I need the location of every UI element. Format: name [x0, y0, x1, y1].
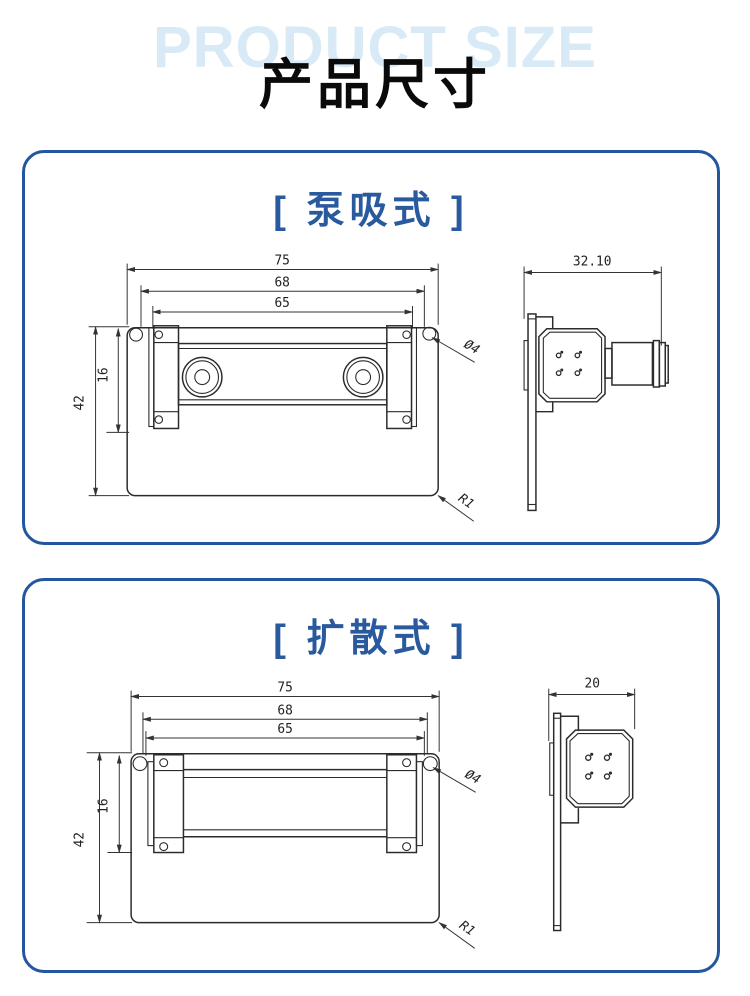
watermark-text: PRODUCT SIZE	[153, 15, 597, 80]
gas-port-right	[342, 356, 384, 398]
dim-65-label: 65	[274, 296, 289, 311]
side-body	[523, 313, 669, 512]
hole-diameter-label: Ø4	[461, 337, 482, 358]
dim-16-label: 16	[96, 798, 111, 813]
mounting-plate	[126, 326, 439, 497]
dim-75-label: 75	[277, 681, 292, 696]
diffusion-drawing: 75 68 65 42 16 Ø4 R1	[73, 677, 636, 949]
mounting-plate	[130, 753, 440, 924]
hole-diameter-label: Ø4	[462, 767, 483, 788]
dim-42-label: 42	[73, 395, 88, 410]
page-title: 产品尺寸	[259, 55, 491, 115]
sensor-module	[148, 325, 417, 430]
side-width-label: 32.10	[573, 255, 612, 270]
frame-rails	[183, 768, 387, 838]
panel-pump-title: [ 泵吸式 ]	[273, 190, 469, 232]
dim-42-label: 42	[73, 832, 88, 847]
dim-75-label: 75	[274, 254, 289, 269]
dimension-lines	[93, 267, 475, 522]
mounting-hole-right	[422, 756, 438, 772]
panel-diffusion: [ 扩散式 ]	[22, 578, 720, 973]
pump-side-view: 32.10	[523, 255, 669, 512]
extension-lines	[88, 263, 439, 497]
dim-68-label: 68	[277, 703, 292, 718]
corner-radius-label: R1	[456, 918, 477, 939]
connector-pins	[585, 752, 613, 780]
diffusion-front-view: 75 68 65 42 16 Ø4 R1	[73, 681, 483, 949]
panel-diffusion-title: [ 扩散式 ]	[273, 618, 469, 660]
pump-front-view: 75 68 65 42 16 Ø4 R1	[73, 254, 482, 522]
dimension-lines	[97, 694, 476, 949]
mounting-hole-left	[132, 756, 148, 772]
connector-pins	[555, 350, 583, 377]
side-width-label: 20	[584, 677, 599, 692]
dim-68-label: 68	[274, 275, 289, 290]
panel-pump-suction: [ 泵吸式 ]	[22, 150, 720, 545]
pump-suction-drawing: 75 68 65 42 16 Ø4 R1	[73, 254, 669, 522]
side-body	[549, 712, 634, 932]
side-extension-lines	[523, 266, 662, 346]
mounting-hole-right	[422, 326, 437, 341]
sensor-module	[147, 754, 423, 854]
dim-65-label: 65	[277, 722, 292, 737]
dim-16-label: 16	[96, 367, 111, 382]
mounting-hole-left	[129, 327, 144, 342]
gas-port-left	[181, 356, 223, 398]
pump-fitting	[604, 339, 669, 388]
corner-radius-label: R1	[455, 491, 476, 512]
diffusion-side-view: 20	[547, 677, 636, 932]
